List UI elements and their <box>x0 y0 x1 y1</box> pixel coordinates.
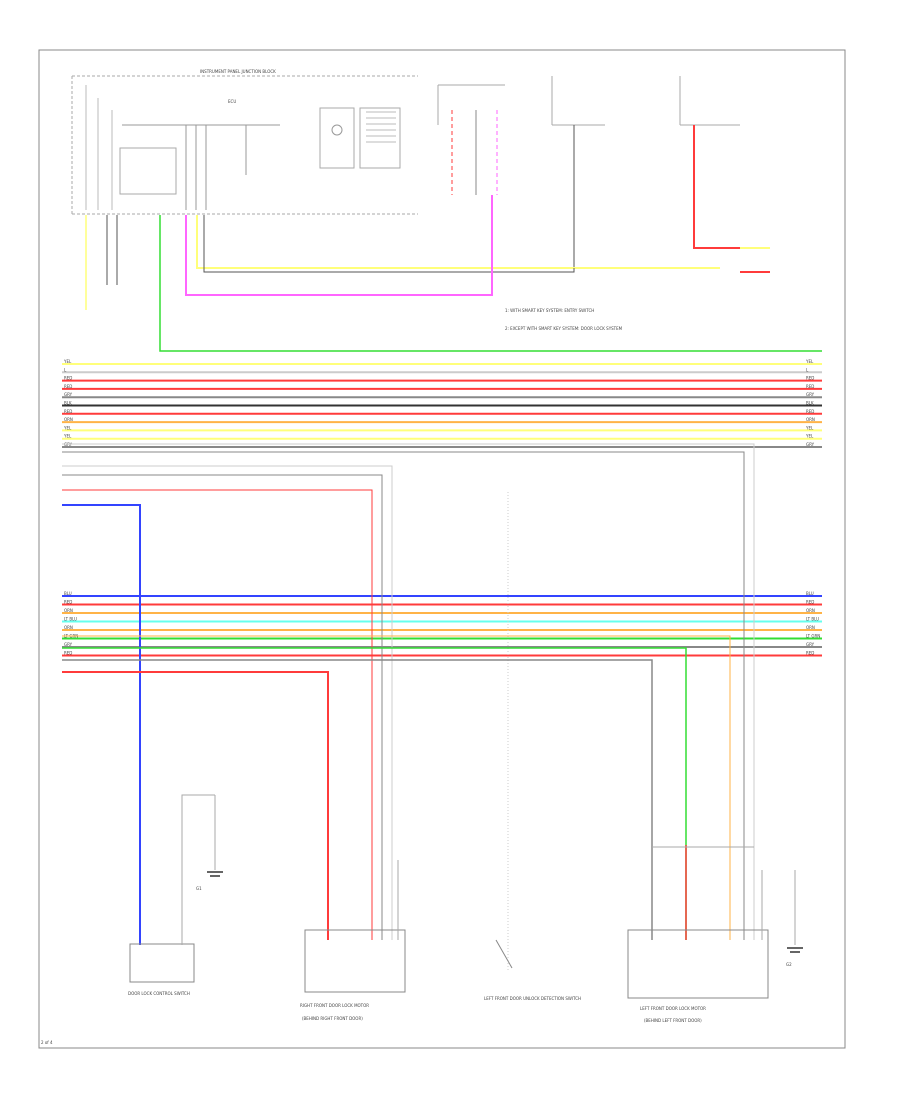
right-front-door-lock-label: RIGHT FRONT DOOR LOCK MOTOR <box>300 1003 369 1008</box>
ecu-label: ECU <box>228 99 236 104</box>
bus-wire-label: ORN <box>806 608 815 613</box>
ground-icon <box>207 871 223 877</box>
door-lock-control-switch-label: DOOR LOCK CONTROL SWITCH <box>128 991 190 996</box>
ground-icon <box>787 947 803 953</box>
bus-wire-label: YEL <box>805 425 814 430</box>
left-front-door-lock-component: LEFT FRONT DOOR LOCK MOTOR (BEHIND LEFT … <box>627 870 796 1023</box>
vertical-drops <box>62 443 755 970</box>
door-lock-control-switch-component: DOOR LOCK CONTROL SWITCH <box>128 794 216 996</box>
bus-wire-label: LT BLU <box>806 617 819 622</box>
bus-wire-label: GRY <box>806 442 815 447</box>
top-wires <box>85 125 822 352</box>
bus-lower: BLU BLU RED RED ORN ORN LT BLU LT BLU ORN ORN LT G… <box>62 591 822 657</box>
bus-wire-label: RED <box>806 384 814 389</box>
bus-wire-label: RED <box>64 409 72 414</box>
junction-block: INSTRUMENT PANEL JUNCTION BLOCK ECU <box>71 69 418 215</box>
ground-label-2: G2 <box>786 962 792 967</box>
unlock-detection-switch-component: LEFT FRONT DOOR UNLOCK DETECTION SWITCH <box>484 939 581 1001</box>
diagram-border <box>38 49 846 1049</box>
left-front-door-lock-label: LEFT FRONT DOOR LOCK MOTOR <box>640 1006 706 1011</box>
bus-wire-label: L <box>64 367 67 372</box>
bus-wire-label: GRY <box>806 392 815 397</box>
bus-wire-label: GRY <box>64 392 73 397</box>
bus-wire-label: RED <box>806 376 814 381</box>
left-front-lock-switch-top <box>437 84 505 195</box>
junction-block-label: INSTRUMENT PANEL JUNCTION BLOCK <box>200 69 276 74</box>
bus-wire-label: RED <box>64 376 72 381</box>
bus-wire-label: BLK <box>806 401 814 406</box>
note-2: 2: EXCEPT WITH SMART KEY SYSTEM: DOOR LO… <box>505 326 623 331</box>
bus-wire-label: BLU <box>64 591 72 596</box>
bus-wire-label: L <box>806 367 809 372</box>
bus-wire-label: GRY <box>64 642 73 647</box>
bus-wire-label: ORN <box>64 608 73 613</box>
bus-wire-label: YEL <box>63 425 72 430</box>
left-front-door-lock-sub: (BEHIND LEFT FRONT DOOR) <box>644 1018 702 1023</box>
bus-wire-label: RED <box>806 409 814 414</box>
page-ref: 2 of 4 <box>41 1040 53 1045</box>
bus-wire-label: YEL <box>805 434 814 439</box>
fuse-box-2 <box>679 76 740 126</box>
bus-wire-label: RED <box>806 600 814 605</box>
bus-wire-label: BLK <box>64 401 72 406</box>
note-1: 1: WITH SMART KEY SYSTEM: ENTRY SWITCH <box>505 308 594 313</box>
bus-wire-label: ORN <box>64 417 73 422</box>
bus-wire-label: ORN <box>64 625 73 630</box>
right-front-door-lock-sub: (BEHIND RIGHT FRONT DOOR) <box>302 1016 363 1021</box>
bus-wire-label: ORN <box>806 417 815 422</box>
bus-upper: YEL YEL L L RED RED RED RED GRY GRY BLK BLK RED RED OR… <box>62 359 822 448</box>
bus-wire-label: GRY <box>806 642 815 647</box>
bus-wire-label: RED <box>64 651 72 656</box>
bus-wire-label: LT GRN <box>806 634 820 639</box>
right-front-door-lock-component: RIGHT FRONT DOOR LOCK MOTOR (BEHIND RIGH… <box>300 860 406 1021</box>
bus-wire-label: BLU <box>806 591 814 596</box>
bus-wire-label: RED <box>64 600 72 605</box>
bus-wire-label: YEL <box>805 359 814 364</box>
bus-wire-label: YEL <box>63 359 72 364</box>
bus-wire-label: LT BLU <box>64 617 77 622</box>
bus-wire-label: YEL <box>63 434 72 439</box>
fuse-box-1 <box>551 76 605 268</box>
bus-wire-label: ORN <box>806 625 815 630</box>
unlock-detection-switch-label: LEFT FRONT DOOR UNLOCK DETECTION SWITCH <box>484 996 581 1001</box>
bus-wire-label: RED <box>806 651 814 656</box>
ground-label-1: G1 <box>196 886 202 891</box>
bus-wire-label: RED <box>64 384 72 389</box>
